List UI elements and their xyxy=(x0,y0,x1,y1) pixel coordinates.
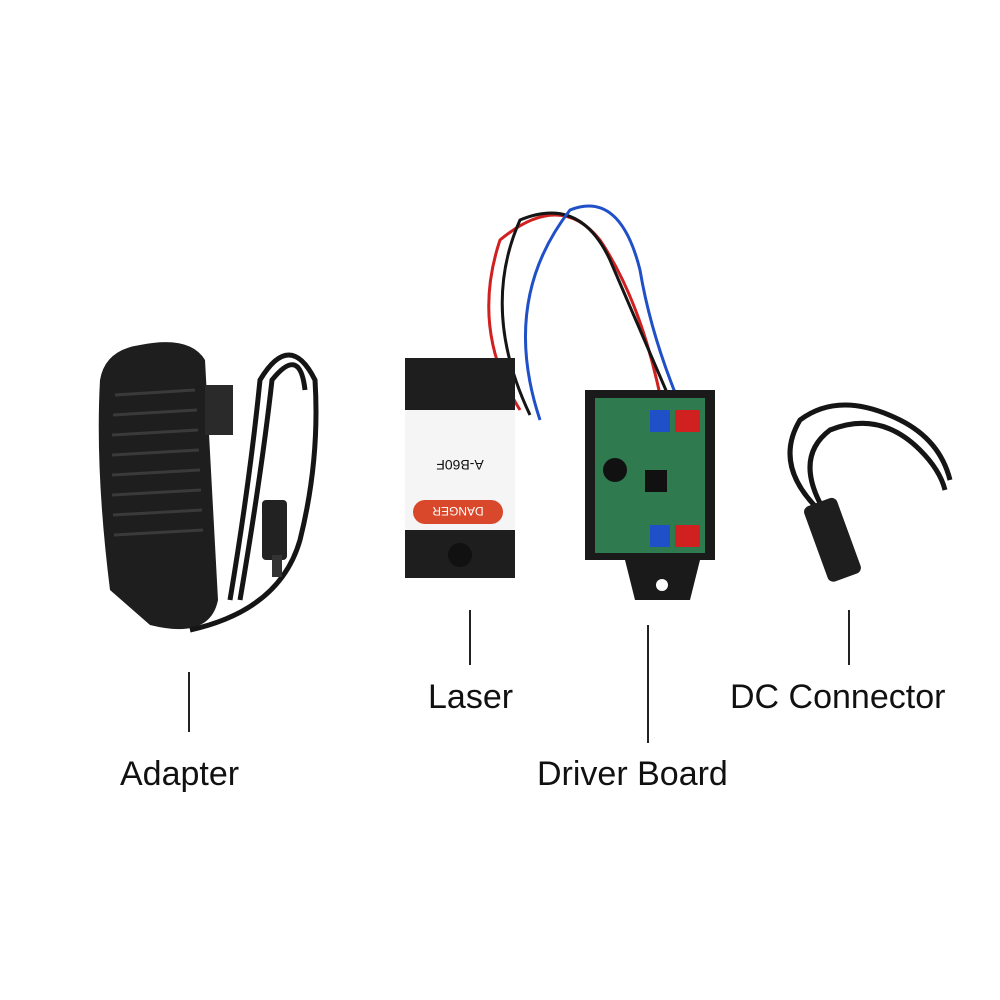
driver-board-pointer-line xyxy=(647,625,649,743)
dc-connector-image xyxy=(787,402,953,582)
driver-board-image xyxy=(585,390,715,600)
svg-text:A-B60F: A-B60F xyxy=(436,457,483,473)
adapter-label: Adapter xyxy=(120,755,240,793)
dc-connector-pointer-line xyxy=(848,610,850,665)
laser-pointer-line xyxy=(469,610,471,665)
wires-image xyxy=(487,204,678,421)
adapter-pointer-line xyxy=(188,672,190,732)
laser-image: DANGER A-B60F xyxy=(405,358,515,578)
dc-connector-label: DC Connector xyxy=(730,678,946,716)
adapter-image xyxy=(98,342,319,633)
laser-label: Laser xyxy=(428,678,514,716)
driver-board-label: Driver Board xyxy=(537,755,728,793)
svg-text:DANGER: DANGER xyxy=(432,504,484,518)
